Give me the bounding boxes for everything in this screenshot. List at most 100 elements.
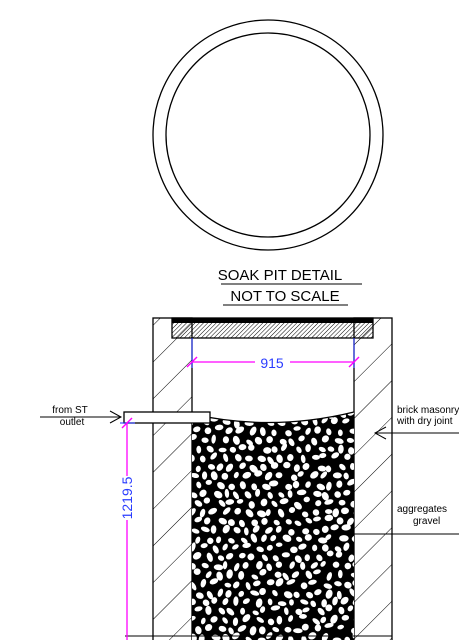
gravel-stone	[206, 591, 214, 600]
gravel-stone	[293, 464, 300, 472]
gravel-stone	[254, 470, 263, 477]
gravel-stone	[327, 446, 335, 452]
gravel-stone	[266, 436, 273, 444]
gravel-stone	[239, 552, 246, 559]
gravel-stone	[259, 427, 266, 437]
gravel-stone	[248, 444, 255, 451]
gravel-stone	[337, 569, 343, 579]
gravel-stone	[211, 434, 216, 444]
gravel-stone	[200, 578, 207, 588]
gravel-stone	[298, 543, 307, 550]
gravel-stone	[249, 626, 257, 636]
gravel-stone	[238, 519, 245, 528]
gravel-stone	[271, 446, 278, 453]
plan-view	[152, 19, 384, 251]
gravel-stone	[334, 438, 344, 444]
gravel-stone	[252, 525, 260, 533]
gravel-stone	[284, 607, 289, 615]
fill-callout: aggregates gravel	[340, 504, 459, 535]
gravel-stone	[271, 500, 278, 508]
gravel-stone	[268, 480, 279, 487]
gravel-stone	[302, 607, 310, 613]
gravel-stone	[210, 452, 218, 460]
gravel-stone	[221, 472, 229, 480]
gravel-stone	[285, 483, 293, 491]
gravel-stone	[217, 588, 224, 597]
gravel-stone	[195, 592, 204, 599]
gravel-stone	[305, 517, 313, 524]
gravel-stone	[218, 447, 227, 453]
gravel-stone	[291, 571, 300, 579]
gravel-stone	[310, 562, 318, 569]
gravel-stone	[320, 561, 326, 567]
gravel-stone	[305, 570, 313, 579]
gravel-stone	[283, 412, 291, 417]
gravel-stone	[283, 461, 291, 469]
gravel-stone	[289, 599, 294, 606]
gravel-stone	[210, 525, 217, 534]
gravel-stone	[192, 472, 200, 479]
gravel-stone	[346, 437, 354, 443]
gravel-stone	[211, 597, 218, 604]
gravel-stone	[225, 427, 233, 435]
gravel-stone	[195, 465, 201, 473]
gravel-stone	[346, 517, 354, 526]
gravel-stone	[325, 465, 332, 473]
gravel-stone	[199, 489, 207, 498]
gravel-stone	[213, 564, 224, 571]
gravel-stone	[300, 561, 306, 570]
gravel-stone	[270, 535, 277, 542]
gravel-stone	[238, 444, 247, 451]
gravel-stone	[294, 555, 302, 563]
gravel-stone	[214, 424, 224, 431]
gravel-stone	[225, 499, 235, 505]
gravel-stone	[322, 544, 329, 552]
gravel-stone	[242, 598, 250, 605]
gravel-stone	[265, 509, 271, 517]
gravel-stone	[255, 488, 261, 497]
gravel-stone	[238, 590, 245, 597]
gravel-stone	[326, 481, 332, 491]
gravel-stone	[227, 412, 233, 417]
gravel-stone	[339, 535, 349, 542]
gravel-stone	[344, 581, 352, 589]
gravel-stone	[222, 617, 228, 624]
gravel-stone	[272, 555, 279, 562]
gravel-stone	[261, 517, 268, 525]
gravel-stone	[251, 519, 259, 527]
gravel-stone	[213, 490, 223, 499]
gravel-stone	[310, 471, 319, 479]
gravel-stone	[348, 447, 354, 455]
gravel-stone	[296, 536, 303, 542]
fill-label-line2: gravel	[413, 516, 440, 527]
gravel-stone	[232, 491, 240, 500]
gravel-stone	[336, 517, 344, 525]
gravel-stone	[319, 453, 327, 459]
gravel-stone	[240, 607, 246, 615]
gravel-stone	[332, 508, 339, 518]
gravel-stone	[232, 617, 239, 627]
gravel-stone	[347, 478, 354, 486]
gravel-stone	[254, 436, 263, 445]
gravel-stone	[217, 555, 225, 561]
gravel-stone	[247, 553, 255, 561]
gravel-stone	[200, 543, 208, 549]
gravel-stone	[263, 447, 272, 454]
gravel-stone	[234, 507, 241, 515]
gravel-stone	[326, 428, 332, 436]
gravel-stone	[276, 615, 283, 625]
gravel-stone	[277, 601, 287, 607]
gravel-stone	[312, 544, 318, 552]
gravel-stone	[288, 438, 295, 447]
gravel-stone	[236, 499, 244, 504]
gravel-stone	[277, 508, 285, 518]
gravel-stone	[288, 529, 295, 536]
gravel-stone	[217, 481, 225, 490]
inlet-pipe	[123, 411, 211, 424]
gravel-stone	[330, 614, 338, 624]
gravel-stone	[200, 526, 210, 533]
gravel-stone	[271, 429, 277, 437]
gravel-stone	[271, 412, 278, 415]
gravel-stone	[280, 443, 288, 451]
left-wall	[152, 317, 193, 640]
